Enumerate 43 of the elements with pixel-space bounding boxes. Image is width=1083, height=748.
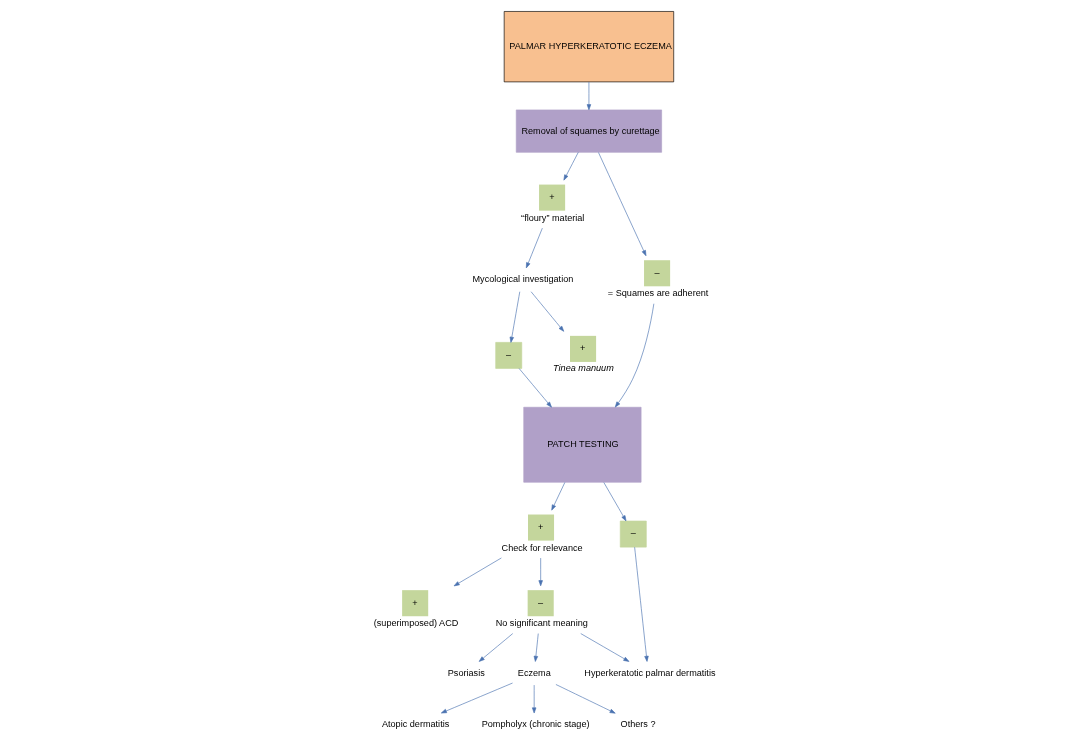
node-box: Removal of squames by curettage <box>515 109 662 153</box>
node-text: Psoriasis <box>447 667 485 678</box>
node-box: + <box>527 514 555 541</box>
node-text: Eczema <box>517 667 551 678</box>
node-box: + <box>570 335 597 362</box>
node-box: + <box>539 184 566 211</box>
node-box: – <box>495 342 523 369</box>
arrow <box>518 368 552 408</box>
node-label: Check for relevance <box>501 542 583 553</box>
arrow <box>634 546 649 662</box>
arrow <box>551 482 566 511</box>
arrow <box>614 303 655 408</box>
node-box: + <box>402 590 429 617</box>
node-text: Mycological investigation <box>472 274 574 285</box>
arrow <box>440 682 513 714</box>
node-label: = Squames are adherent <box>607 288 709 299</box>
arrow <box>509 291 521 343</box>
arrow <box>555 684 616 714</box>
node-label: Tinea manuum <box>553 363 614 374</box>
arrow <box>478 633 514 662</box>
node-text: Pompholyx (chronic stage) <box>481 719 590 730</box>
node-label: “floury” material <box>521 212 585 223</box>
node-box: – <box>527 590 554 617</box>
node-box: – <box>619 520 647 548</box>
node-text: Others ? <box>620 719 656 730</box>
node-box: PATCH TESTING <box>523 406 642 483</box>
arrow <box>525 227 543 269</box>
arrow <box>563 152 579 181</box>
arrow <box>603 482 627 522</box>
arrow <box>538 557 543 587</box>
node-label: (superimposed) ACD <box>373 618 459 629</box>
arrow <box>586 81 592 111</box>
arrow <box>453 557 502 587</box>
arrow <box>533 633 539 662</box>
arrow <box>598 152 647 257</box>
arrow <box>532 684 537 714</box>
node-text: Hyperkeratotic palmar dermatitis <box>584 667 716 678</box>
node-label: No significant meaning <box>495 618 588 629</box>
arrow <box>530 291 565 332</box>
arrow <box>580 633 630 662</box>
node-box: PALMAR HYPERKERATOTIC ECZEMA <box>503 11 675 83</box>
node-text: Atopic dermatitis <box>381 719 450 730</box>
node-box: – <box>644 260 671 287</box>
